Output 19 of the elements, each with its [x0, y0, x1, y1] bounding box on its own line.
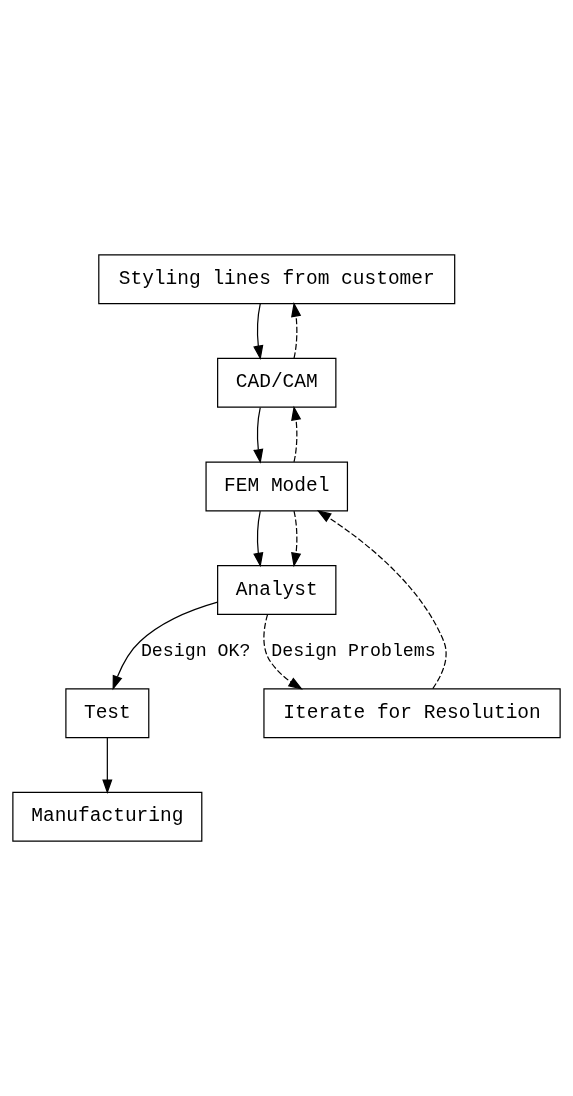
arrow: [253, 510, 264, 568]
node-box: Analyst: [217, 565, 337, 616]
arrow: [291, 510, 302, 568]
arrow: [253, 303, 264, 361]
arrow: [263, 614, 303, 690]
node-box: FEM Model: [205, 461, 349, 512]
edge-label: Design OK?: [140, 640, 251, 661]
arrow: [112, 601, 219, 691]
arrow: [291, 302, 302, 359]
node-box: Styling lines from customer: [98, 254, 456, 305]
node-box: Iterate for Resolution: [263, 688, 561, 739]
arrow: [253, 406, 264, 464]
arrow: [102, 737, 113, 795]
node-box: Test: [65, 688, 150, 739]
node-box: CAD/CAM: [217, 357, 337, 408]
node-box: Manufacturing: [12, 791, 203, 842]
arrow: [316, 509, 447, 690]
edge-label: Design Problems: [271, 640, 436, 661]
arrow: [291, 405, 302, 463]
